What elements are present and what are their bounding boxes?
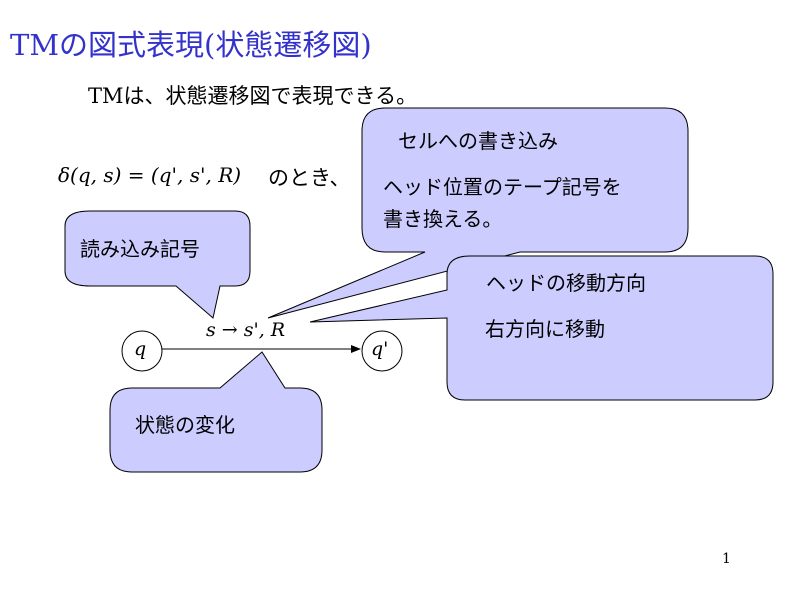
state-q-label: q: [134, 338, 147, 360]
state-q-prime-circle: [361, 330, 403, 372]
head-move-heading: ヘッドの移動方向: [486, 271, 646, 295]
cell-write-body-line2: 書き換える。: [383, 207, 503, 231]
callout-head-move-bubble: [309, 255, 774, 401]
state-q-prime-label: q': [371, 338, 389, 360]
transition-formula: δ(q, s) = (q', s', R): [58, 163, 242, 187]
state-q-circle: [121, 330, 163, 372]
transition-label: s → s', R: [206, 319, 286, 341]
callout-read-symbol-bubble: [64, 210, 251, 319]
callout-cell-write-bubble: [267, 107, 689, 319]
read-symbol-label: 読み込み記号: [80, 237, 200, 261]
head-move-body: 右方向に移動: [485, 317, 605, 341]
cell-write-body-line1: ヘッド位置のテープ記号を: [383, 175, 622, 199]
state-change-label: 状態の変化: [135, 413, 235, 437]
formula-suffix: のとき、: [268, 166, 351, 190]
cell-write-heading: セルへの書き込み: [398, 129, 558, 153]
page-number: 1: [722, 551, 731, 567]
slide-subtitle: TMは、状態遷移図で表現できる。: [88, 84, 418, 108]
callout-state-change-bubble: [109, 351, 323, 473]
slide-title: TMの図式表現(状態遷移図): [10, 28, 372, 62]
